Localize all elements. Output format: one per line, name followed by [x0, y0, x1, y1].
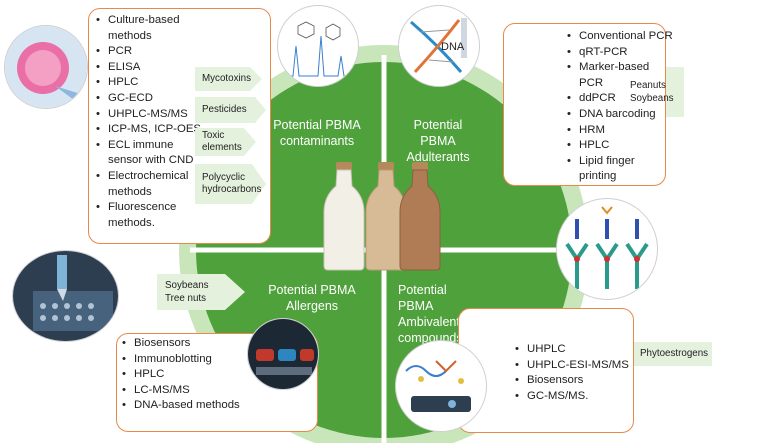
method-item: Marker-based PCR: [565, 60, 675, 91]
petri-dish-photo: [4, 25, 88, 109]
bottle-brown: [399, 162, 441, 271]
method-item: Culture-based methods: [94, 13, 204, 44]
method-item: Fluorescence methods.: [94, 200, 204, 231]
method-item: Electrochemical methods: [94, 169, 204, 200]
method-item: Biosensors: [513, 373, 633, 389]
method-item: ECL immune sensor with CND: [94, 138, 204, 169]
method-item: HPLC: [94, 75, 204, 91]
tag-arrow-phytoestrogens: [616, 342, 712, 366]
ambivalent-methods-list: UHPLC UHPLC-ESI-MS/MS Biosensors GC-MS/M…: [513, 342, 633, 404]
immunoblot-photo: [247, 318, 319, 390]
method-item: HPLC: [120, 367, 260, 383]
dna-label: DNA: [441, 41, 465, 53]
tag-pesticides: Pesticides: [202, 104, 247, 115]
dna-helix-image: DNA: [398, 5, 480, 87]
method-item: DNA-based methods: [120, 398, 260, 414]
method-item: UHPLC-ESI-MS/MS: [513, 358, 633, 374]
method-item: ICP-MS, ICP-OES: [94, 122, 204, 138]
antibody-diagram-image: [556, 198, 658, 300]
method-item: LC-MS/MS: [120, 383, 260, 399]
method-item: HRM: [565, 123, 675, 139]
contaminant-methods-list: Culture-based methods PCR ELISA HPLC GC-…: [94, 13, 204, 231]
method-item: Immunoblotting: [120, 352, 260, 368]
tag-toxic-elements: Toxic elements: [202, 130, 242, 153]
tag-mycotoxins: Mycotoxins: [202, 73, 251, 84]
method-item: PCR: [94, 44, 204, 60]
method-item: Conventional PCR: [565, 29, 675, 45]
method-item: Biosensors: [120, 336, 260, 352]
quadrant-title-contaminants: Potential PBMA contaminants: [273, 118, 361, 148]
biosensor-phytoestrogen-image: [395, 340, 487, 432]
tag-arrow-allergens: [157, 274, 245, 310]
tag-peanuts-soybeans-label: Peanuts Soybeans: [630, 80, 674, 104]
method-item: ELISA: [94, 60, 204, 76]
quadrant-title-adulterants: Potential PBMA Adulterants: [406, 118, 470, 164]
tag-polycyclic: Polycyclic hydrocarbons: [202, 172, 262, 195]
tag-soybeans-tree-nuts: Soybeans Tree nuts: [165, 280, 209, 304]
method-item: GC-MS/MS.: [513, 389, 633, 405]
tag-peanuts-soybeans: [684, 80, 744, 108]
tag-arrow-polycyclic: [195, 164, 266, 204]
adulterant-methods-list: Conventional PCR qRT-PCR Marker-based PC…: [565, 29, 675, 185]
method-item: ddPCR: [565, 91, 675, 107]
method-item: GC-ECD: [94, 91, 204, 107]
method-item: HPLC: [565, 138, 675, 154]
milk-bottles-illustration: [323, 162, 441, 271]
method-item: qRT-PCR: [565, 45, 675, 61]
method-item: DNA barcoding: [565, 107, 675, 123]
chromatogram-image: [277, 5, 359, 87]
method-item: UHPLC-MS/MS: [94, 107, 204, 123]
bottle-white: [323, 162, 365, 271]
tag-arrow-toxic-elements: [195, 128, 256, 156]
quadrant-title-allergens: Potential PBMA Allergens: [268, 283, 356, 313]
allergen-methods-list: Biosensors Immunoblotting HPLC LC-MS/MS …: [120, 336, 260, 414]
method-item: UHPLC: [513, 342, 633, 358]
method-item: Lipid finger printing: [565, 154, 675, 185]
pipette-lab-photo: [12, 250, 119, 342]
tag-arrow-pesticides: [195, 97, 266, 123]
tag-phytoestrogens: Phytoestrogens: [640, 348, 709, 359]
tag-arrow-mycotoxins: [195, 67, 262, 91]
